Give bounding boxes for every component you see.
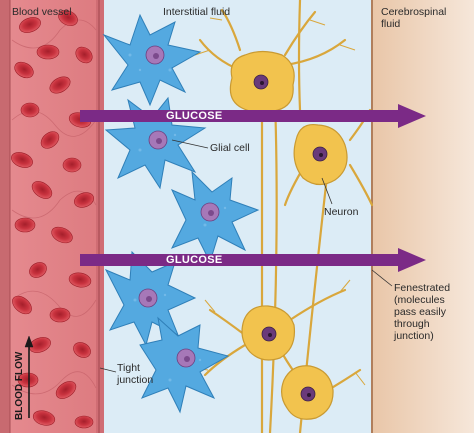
label-blood-vessel: Blood vessel xyxy=(12,6,72,18)
glucose-arrow-top xyxy=(80,104,426,128)
label-interstitial-fluid: Interstitial fluid xyxy=(163,6,231,18)
glucose-arrow-bottom xyxy=(80,248,426,272)
label-blood-flow: BLOOD FLOW xyxy=(14,351,25,420)
label-glucose-bottom: GLUCOSE xyxy=(166,254,223,266)
vessel-wall-left xyxy=(0,0,10,433)
label-tight-junction: Tight junction xyxy=(117,362,154,386)
label-glucose-top: GLUCOSE xyxy=(166,110,223,122)
label-cerebrospinal-fluid: Cerebrospinal fluid xyxy=(381,6,447,30)
vessel-wall-right xyxy=(96,0,104,433)
label-fenestrated: Fenestrated (molecules pass easily throu… xyxy=(394,282,451,342)
blood-flow-arrow xyxy=(24,335,34,418)
label-glial-cell: Glial cell xyxy=(210,142,250,154)
label-neuron: Neuron xyxy=(324,206,359,218)
csf-region xyxy=(372,0,474,433)
